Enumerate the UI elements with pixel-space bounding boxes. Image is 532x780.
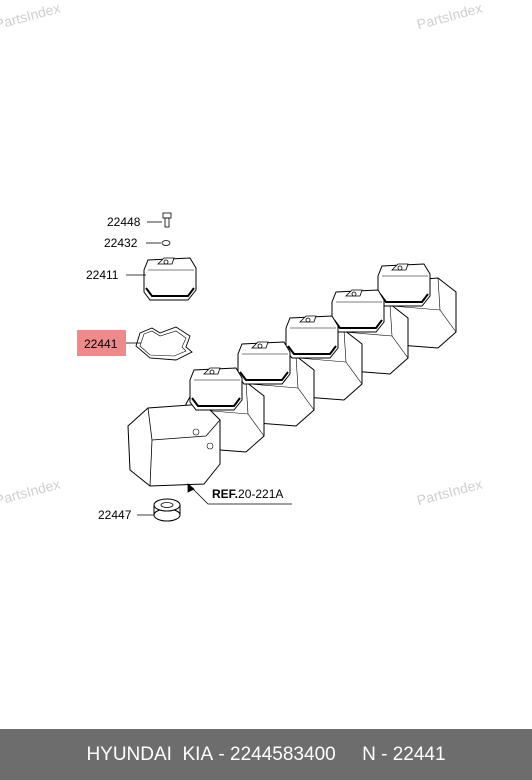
callout-cover: 22411 [86,268,119,282]
valve-cover-3 [237,341,291,385]
footer-ref: 22441 [392,743,446,765]
callout-gasket[interactable]: 22441 [84,337,118,351]
footer-sep1: - [213,743,231,765]
valve-cover-6 [377,263,431,307]
plug-seal-part [153,498,181,522]
ref-prefix: REF. [212,487,238,501]
part-info-footer: HYUNDAI KIA - 2244583400 N - 22441 [0,729,532,780]
reference-label: REF.20-221A [212,487,283,501]
leader-lines [126,221,292,516]
exploded-parts-diagram: 22448 22432 22411 22441 22447 REF.20-221… [77,212,457,522]
callout-plug-seal: 22447 [98,508,132,522]
gasket-part [135,326,193,361]
cover-part [143,257,197,301]
washer-part [161,240,171,246]
callout-washer: 22432 [104,236,138,250]
highlight-box [77,330,126,356]
valve-cover-2 [189,367,243,411]
callout-bolt: 22448 [107,215,141,229]
footer-sep2: N - [335,743,393,765]
bolt-part [162,212,172,228]
footer-brand: HYUNDAI KIA [86,743,214,765]
valve-cover-5 [331,289,385,333]
ref-number: 20-221A [238,487,283,501]
head-block-front [127,403,221,487]
footer-part-number: 2244583400 [230,743,336,765]
valve-cover-4 [285,315,339,359]
